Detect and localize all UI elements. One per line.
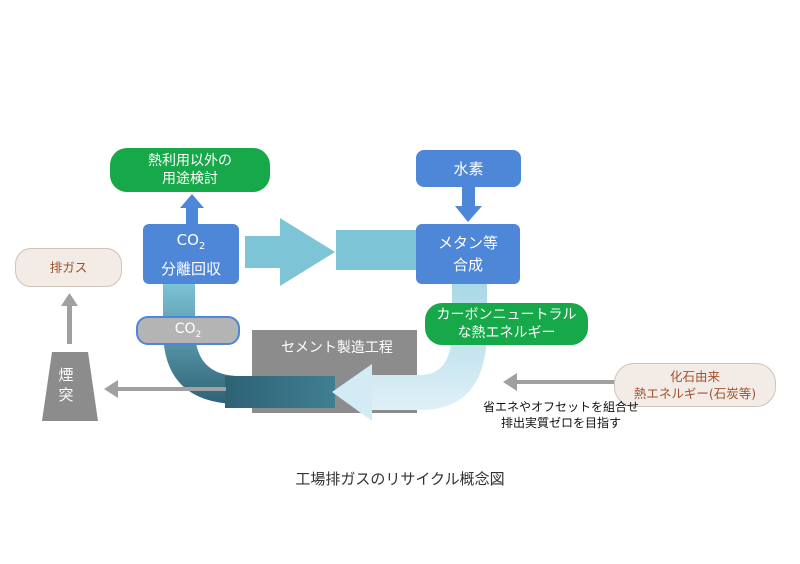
fossil-arrow-head [503,373,517,391]
carbon-neutral-label: カーボンニュートラル な熱エネルギー [436,307,577,341]
co2-return-loop [163,283,320,404]
carbon-neutral-pill: カーボンニュートラル な熱エネルギー [425,303,588,345]
co2-pill-formula: CO2 [175,321,202,340]
co2-pill: CO2 [136,316,240,345]
exhaust-gas-pill: 排ガス [15,248,122,287]
methane-synthesis-box: メタン等 合成 [416,224,520,284]
fossil-arrow-shaft [515,380,617,384]
hydrogen-label: 水素 [453,159,484,178]
to-stack-arrow-shaft [116,387,226,391]
synthesis-inflow-bar [336,230,416,270]
co2-separation-text: CO2 分離回収 [161,229,221,280]
methane-synthesis-label: メタン等 合成 [437,234,498,274]
heat-other-use-pill: 熱利用以外の 用途検討 [110,148,270,192]
co2-separation-sub: 2 [198,240,206,252]
stack-label: 煙 突 [58,366,74,404]
fossil-heat-label: 化石由来 熱エネルギー(石炭等) [633,369,757,401]
exhaust-arrow-shaft [67,304,72,344]
up-arrow-shaft [186,207,198,224]
down-arrow-shaft [462,186,475,208]
co2-separation-box: CO2 分離回収 [143,224,239,284]
cement-process-label: セメント製造工程 [281,340,393,356]
co2-pill-sub: 2 [195,329,202,340]
co2-pill-co: CO [174,321,196,338]
co2-flow-bottom [225,376,335,408]
figure-caption: 工場排ガスのリサイクル概念図 [295,470,505,488]
heat-other-use-label: 熱利用以外の 用途検討 [148,153,232,187]
up-arrow-head [180,194,204,208]
zero-emission-note: 省エネやオフセットを組合せ 排出実質ゼロを目指す [482,400,639,430]
exhaust-gas-label: 排ガス [49,260,88,275]
hydrogen-box: 水素 [416,150,521,187]
fossil-heat-pill: 化石由来 熱エネルギー(石炭等) [614,363,776,407]
to-stack-arrow-head [104,380,118,398]
co2-separation-label: 分離回収 [160,259,221,278]
co2-to-synthesis-arrow [245,218,335,286]
co2-separation-co: CO [176,230,199,249]
down-arrow-head [455,206,482,222]
exhaust-arrow-head [61,293,78,306]
stack-shape [42,352,98,421]
neutral-heat-arrowhead [332,364,372,421]
co2-separation-formula: CO2 [161,229,221,258]
